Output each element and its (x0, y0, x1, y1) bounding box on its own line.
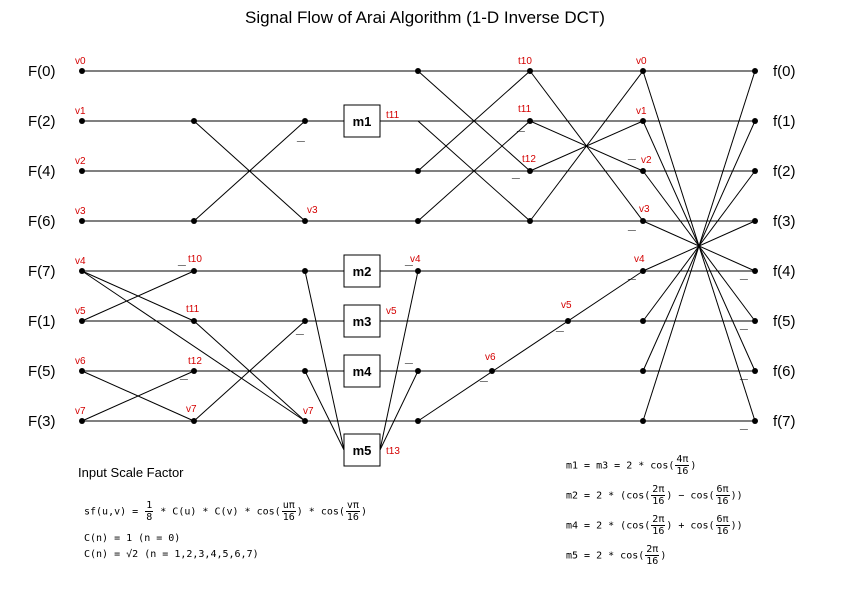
multiplier-m2: m2 (343, 254, 381, 288)
multiplier-m3: m3 (343, 304, 381, 338)
stage4-butterflies (529, 70, 644, 222)
svg-text:_: _ (739, 265, 748, 281)
node-label: t10 (188, 254, 202, 265)
output-label: f(0) (773, 63, 796, 80)
output-labels: f(0) f(1) f(2) f(3) f(4) f(5) f(6) f(7) (773, 63, 796, 430)
node-label: v0 (75, 56, 86, 67)
node-label: v6 (485, 352, 496, 363)
node-label: v4 (634, 254, 645, 265)
svg-text:_: _ (627, 265, 636, 281)
svg-text:_: _ (555, 317, 564, 333)
node-label: v1 (636, 106, 647, 117)
node-label: v3 (307, 205, 318, 216)
svg-text:_: _ (739, 365, 748, 381)
node-label: v3 (639, 204, 650, 215)
diagram-title: Signal Flow of Arai Algorithm (1-D Inver… (245, 8, 605, 27)
output-label: f(6) (773, 363, 796, 380)
node-label: v6 (75, 356, 86, 367)
svg-text:_: _ (739, 315, 748, 331)
c1-formula: C(n) = √2 (n = 1,2,3,4,5,6,7) (84, 549, 259, 560)
nodes (79, 68, 758, 424)
svg-text:m5: m5 (353, 443, 372, 458)
output-label: f(1) (773, 113, 796, 130)
svg-text:m1: m1 (353, 114, 372, 129)
output-label: f(4) (773, 263, 796, 280)
input-label: F(5) (28, 363, 56, 380)
input-label: F(3) (28, 413, 56, 430)
svg-text:_: _ (404, 349, 413, 365)
svg-text:_: _ (516, 117, 525, 133)
node-label: v1 (75, 106, 86, 117)
scale-factor-title: Input Scale Factor (78, 465, 184, 480)
multiplier-m4: m4 (343, 354, 381, 388)
output-butterfly (642, 70, 756, 422)
svg-text:_: _ (295, 320, 304, 336)
node-label: v7 (186, 404, 197, 415)
output-label: f(7) (773, 413, 796, 430)
node-label: v7 (75, 406, 86, 417)
stage1-butterflies (81, 120, 306, 422)
stage3-butterflies (417, 70, 644, 422)
multiplier-boxes: m1 m2 m3 m4 m5 (343, 104, 381, 467)
svg-text:_: _ (179, 365, 188, 381)
svg-text:_: _ (739, 415, 748, 431)
input-labels: F(0) F(2) F(4) F(6) F(7) F(1) F(5) F(3) (28, 63, 56, 430)
svg-text:_: _ (177, 251, 186, 267)
node-labels: v0 v1 v2 v3 v4 v5 v6 v7 t10 t11 t12 v7 v… (75, 56, 652, 457)
node-label: v4 (410, 254, 421, 265)
input-label: F(1) (28, 313, 56, 330)
input-label: F(0) (28, 63, 56, 80)
svg-text:_: _ (627, 145, 636, 161)
node-label: t12 (522, 154, 536, 165)
node-label: t10 (518, 56, 532, 67)
svg-text:m2: m2 (353, 264, 372, 279)
node-label: v5 (75, 306, 86, 317)
node-label: v5 (386, 306, 397, 317)
input-label: F(7) (28, 263, 56, 280)
input-label: F(4) (28, 163, 56, 180)
input-label: F(2) (28, 113, 56, 130)
svg-text:m4: m4 (353, 364, 373, 379)
svg-text:m3: m3 (353, 314, 372, 329)
node-label: v7 (303, 406, 314, 417)
svg-text:_: _ (479, 367, 488, 383)
m5-paths (304, 270, 419, 451)
input-label: F(6) (28, 213, 56, 230)
node-label: t11 (186, 304, 200, 315)
svg-text:_: _ (627, 216, 636, 232)
output-label: f(2) (773, 163, 796, 180)
node-label: v3 (75, 206, 86, 217)
c0-formula: C(n) = 1 (n = 0) (84, 533, 181, 544)
output-label: f(5) (773, 313, 796, 330)
node-label: t11 (386, 110, 400, 121)
node-label: t13 (386, 446, 400, 457)
multiplier-m1: m1 (343, 104, 381, 138)
node-label: v2 (75, 156, 86, 167)
node-label: t11 (518, 104, 532, 115)
svg-text:_: _ (404, 251, 413, 267)
negation-marks: _ _ _ _ _ _ _ _ _ _ _ _ _ _ _ _ _ (177, 117, 748, 431)
multiplier-m5: m5 (343, 433, 381, 467)
output-label: f(3) (773, 213, 796, 230)
svg-text:_: _ (511, 164, 520, 180)
node-label: v4 (75, 256, 86, 267)
svg-text:_: _ (296, 127, 305, 143)
node-label: t12 (188, 356, 202, 367)
node-label: v0 (636, 56, 647, 67)
node-label: v2 (641, 155, 652, 166)
node-label: v5 (561, 300, 572, 311)
